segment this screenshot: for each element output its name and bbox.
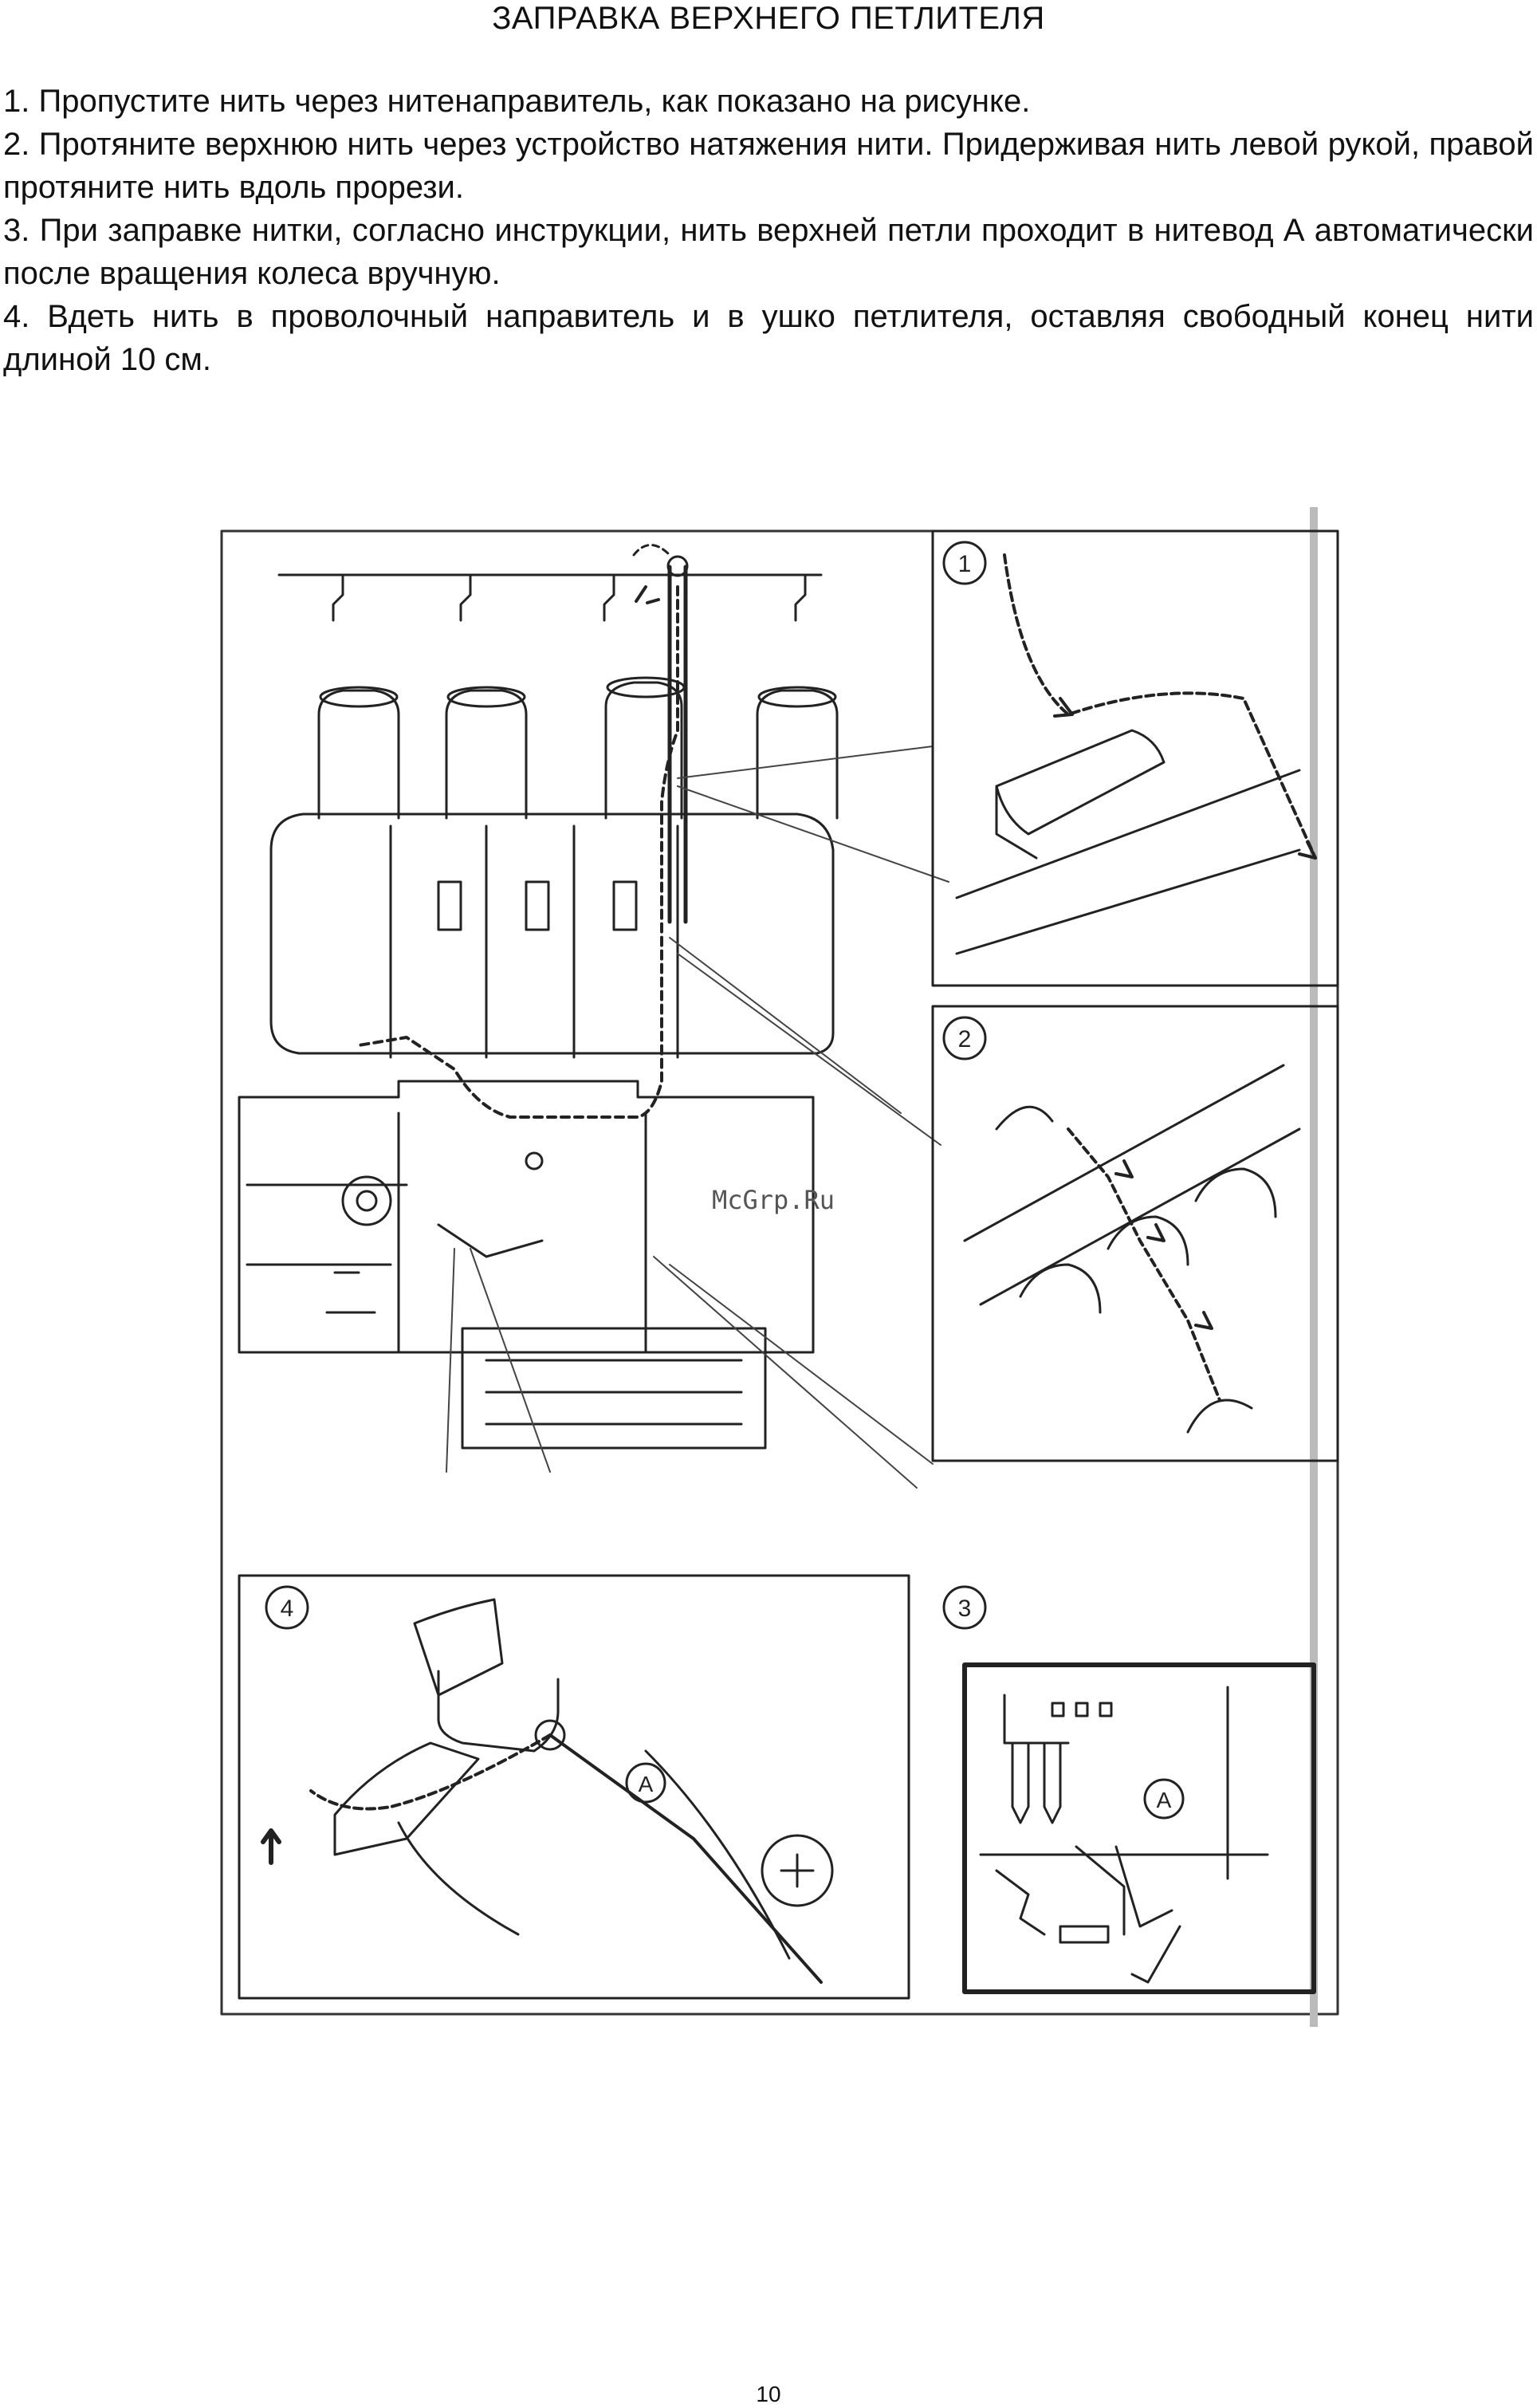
threading-illustration: 1 2 3 4 A A McGrp.Ru [220, 507, 1339, 2027]
step-2: 2. Протяните верхнюю нить через устройст… [3, 127, 1534, 205]
leader-lines [446, 746, 949, 1489]
panel-3-point-label: A [1157, 1788, 1172, 1812]
page-number: 10 [756, 2382, 781, 2406]
panel-2-number: 2 [958, 1026, 972, 1053]
instructions: 1. Пропустите нить через нитенаправитель… [3, 80, 1534, 381]
panel-3 [942, 1585, 1316, 1994]
watermark: McGrp.Ru [712, 1185, 835, 1215]
panel-3-number: 3 [958, 1595, 972, 1622]
step-4: 4. Вдеть нить в проволочный направитель … [3, 299, 1534, 377]
panel-1-number: 1 [958, 551, 972, 577]
threading-figure: 1 2 3 4 A A McGrp.Ru [199, 507, 1355, 2027]
spools [317, 676, 839, 820]
serger-machine-drawing [238, 544, 839, 1450]
step-3: 3. При заправке нитки, согласно инструкц… [3, 213, 1534, 291]
panel-4-number: 4 [281, 1595, 294, 1622]
panel-1 [931, 529, 1339, 987]
step-1: 1. Пропустите нить через нитенаправитель… [3, 84, 1031, 119]
panel-4 [238, 1574, 910, 2000]
page-title: ЗАПРАВКА ВЕРХНЕГО ПЕТЛИТЕЛЯ [492, 1, 1045, 36]
panel-4-point-label: A [639, 1772, 654, 1796]
panel-2 [931, 1005, 1339, 1462]
